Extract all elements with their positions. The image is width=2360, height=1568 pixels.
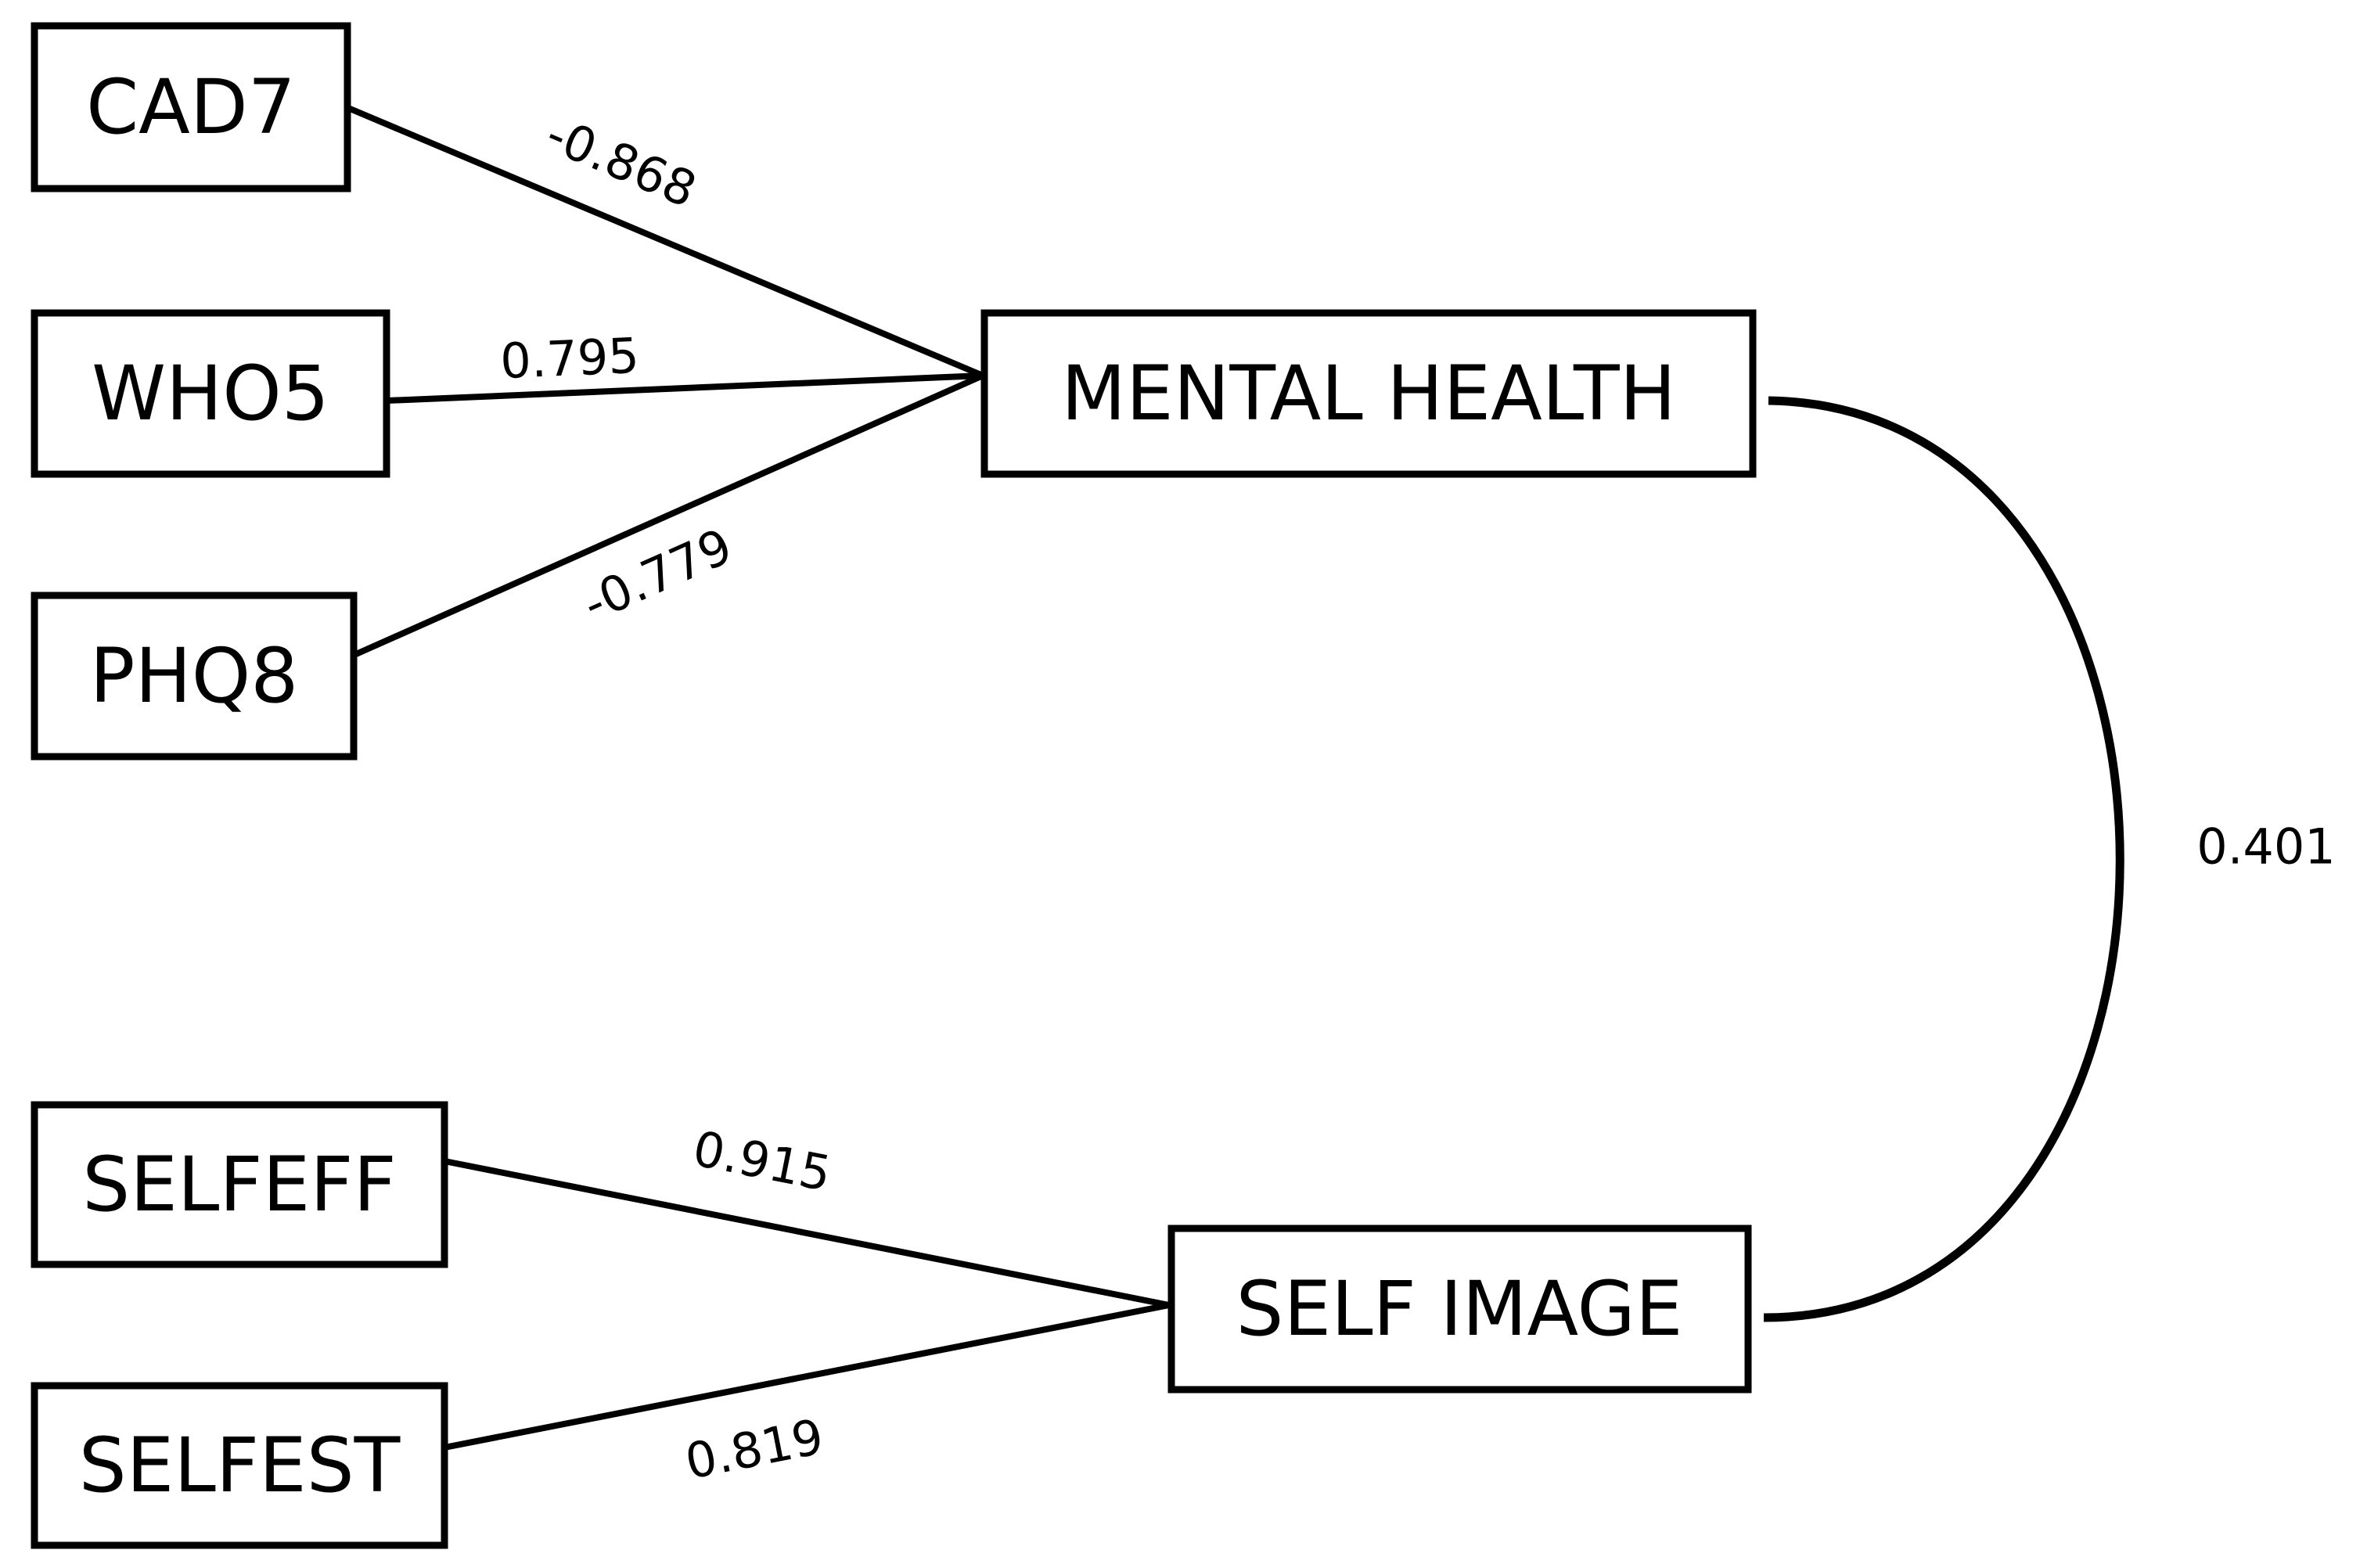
loading-selfeff: 0.915	[689, 1120, 836, 1203]
who5-label: WHO5	[92, 350, 329, 437]
mental-health-label: MENTAL HEALTH	[1061, 350, 1676, 437]
selfeff-box	[31, 1101, 448, 1268]
self-image-box	[1167, 1225, 1752, 1394]
loading-phq8: -0.779	[574, 517, 740, 633]
path-who5-mental-health	[387, 372, 984, 404]
selfeff-label: SELFEFF	[82, 1141, 396, 1228]
who5-box	[31, 309, 390, 478]
phq8-box	[31, 592, 358, 761]
phq8-label: PHQ8	[90, 632, 299, 720]
correlation-curve	[1763, 396, 2124, 1322]
loading-who5: 0.795	[499, 327, 640, 390]
selfest-label: SELFEST	[79, 1422, 401, 1509]
path-phq8-mental-health	[354, 372, 984, 657]
path-cad7-mental-health	[347, 105, 984, 379]
correlation-label: 0.401	[2196, 818, 2336, 876]
mental-health-box	[980, 309, 1757, 478]
self-image-label: SELF IMAGE	[1236, 1265, 1683, 1353]
path-selfeff-self-image	[444, 1158, 1170, 1308]
cad7-label: CAD7	[86, 63, 296, 151]
path-selfest-self-image	[444, 1302, 1170, 1451]
loading-selfest: 0.819	[681, 1408, 828, 1491]
selfest-box	[31, 1382, 448, 1549]
cad7-box	[31, 22, 351, 192]
